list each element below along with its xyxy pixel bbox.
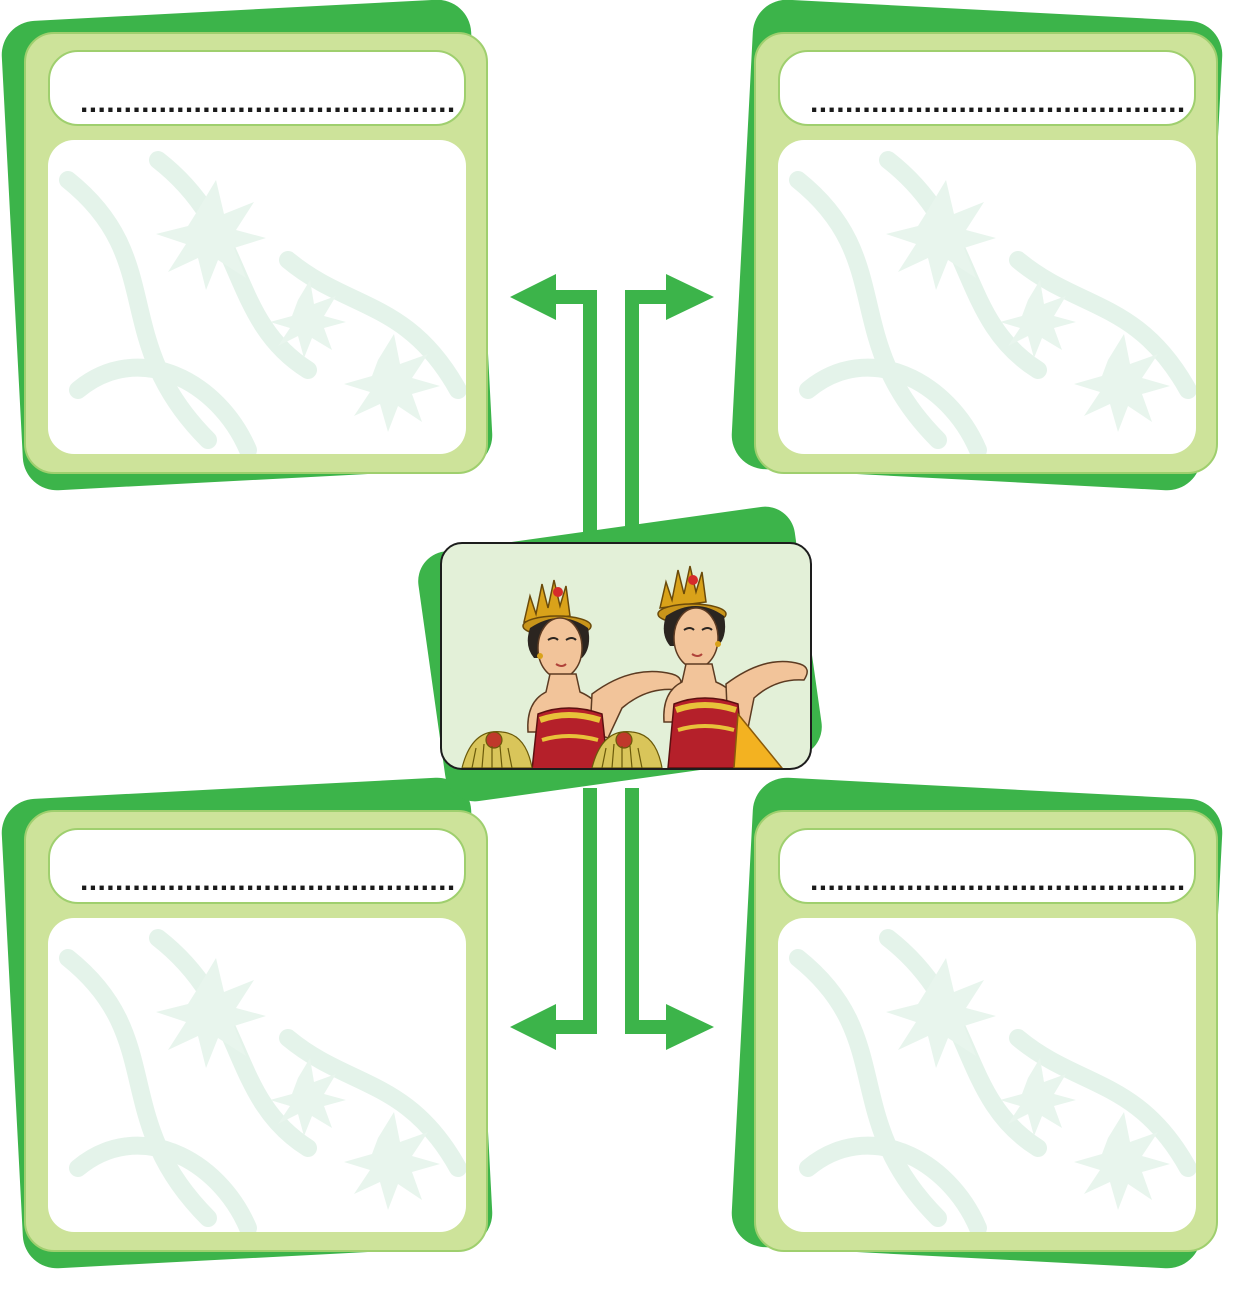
connector-line — [625, 1020, 669, 1034]
arrow-right-icon — [666, 1004, 714, 1050]
dancer-right — [592, 566, 807, 768]
card-title-field[interactable]: ........................................… — [48, 50, 466, 126]
connector-line — [583, 788, 597, 1034]
connector-line — [550, 1020, 597, 1034]
card-content-area[interactable] — [48, 140, 466, 454]
card-title-placeholder: ........................................… — [810, 866, 1186, 896]
floral-pattern-icon — [778, 918, 1196, 1232]
card-title-field[interactable]: ........................................… — [778, 828, 1196, 904]
card-title-placeholder: ........................................… — [80, 88, 456, 118]
floral-pattern-icon — [48, 918, 466, 1232]
card-top-left: ........................................… — [2, 0, 522, 520]
card-content-area[interactable] — [48, 918, 466, 1232]
connector-line — [625, 290, 669, 304]
dancers-illustration-icon — [442, 544, 810, 768]
connector-line — [550, 290, 597, 304]
floral-pattern-icon — [778, 140, 1196, 454]
card-title-field[interactable]: ........................................… — [48, 828, 466, 904]
card-bottom-left: ........................................… — [2, 778, 522, 1298]
connector-line — [583, 290, 597, 532]
card-title-placeholder: ........................................… — [80, 866, 456, 896]
connector-line — [625, 290, 639, 532]
card-title-placeholder: ........................................… — [810, 88, 1186, 118]
center-image-frame — [440, 542, 812, 770]
card-title-field[interactable]: ........................................… — [778, 50, 1196, 126]
card-panel: ........................................… — [754, 810, 1218, 1252]
floral-pattern-icon — [48, 140, 466, 454]
card-top-right: ........................................… — [732, 0, 1241, 520]
card-bottom-right: ........................................… — [732, 778, 1241, 1298]
card-panel: ........................................… — [754, 32, 1218, 474]
card-content-area[interactable] — [778, 918, 1196, 1232]
connector-line — [625, 788, 639, 1034]
arrow-right-icon — [666, 274, 714, 320]
center-image-card — [420, 510, 840, 800]
card-panel: ........................................… — [24, 32, 488, 474]
card-content-area[interactable] — [778, 140, 1196, 454]
card-panel: ........................................… — [24, 810, 488, 1252]
